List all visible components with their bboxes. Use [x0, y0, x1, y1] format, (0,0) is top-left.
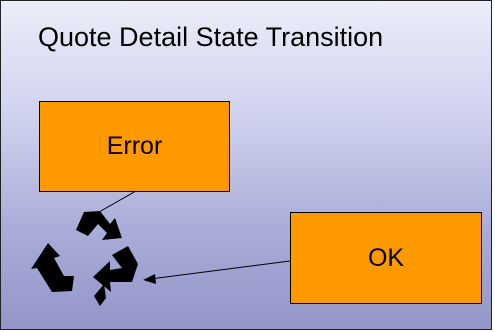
state-error-label: Error — [106, 132, 163, 160]
state-ok[interactable]: OK — [290, 212, 482, 304]
recycle-icon[interactable] — [31, 211, 138, 306]
arrowhead-icon — [143, 274, 156, 284]
diagram-title: Quote Detail State Transition — [38, 22, 384, 52]
transition-ok-to-recycle[interactable] — [149, 260, 291, 280]
state-ok-label: OK — [367, 243, 405, 272]
